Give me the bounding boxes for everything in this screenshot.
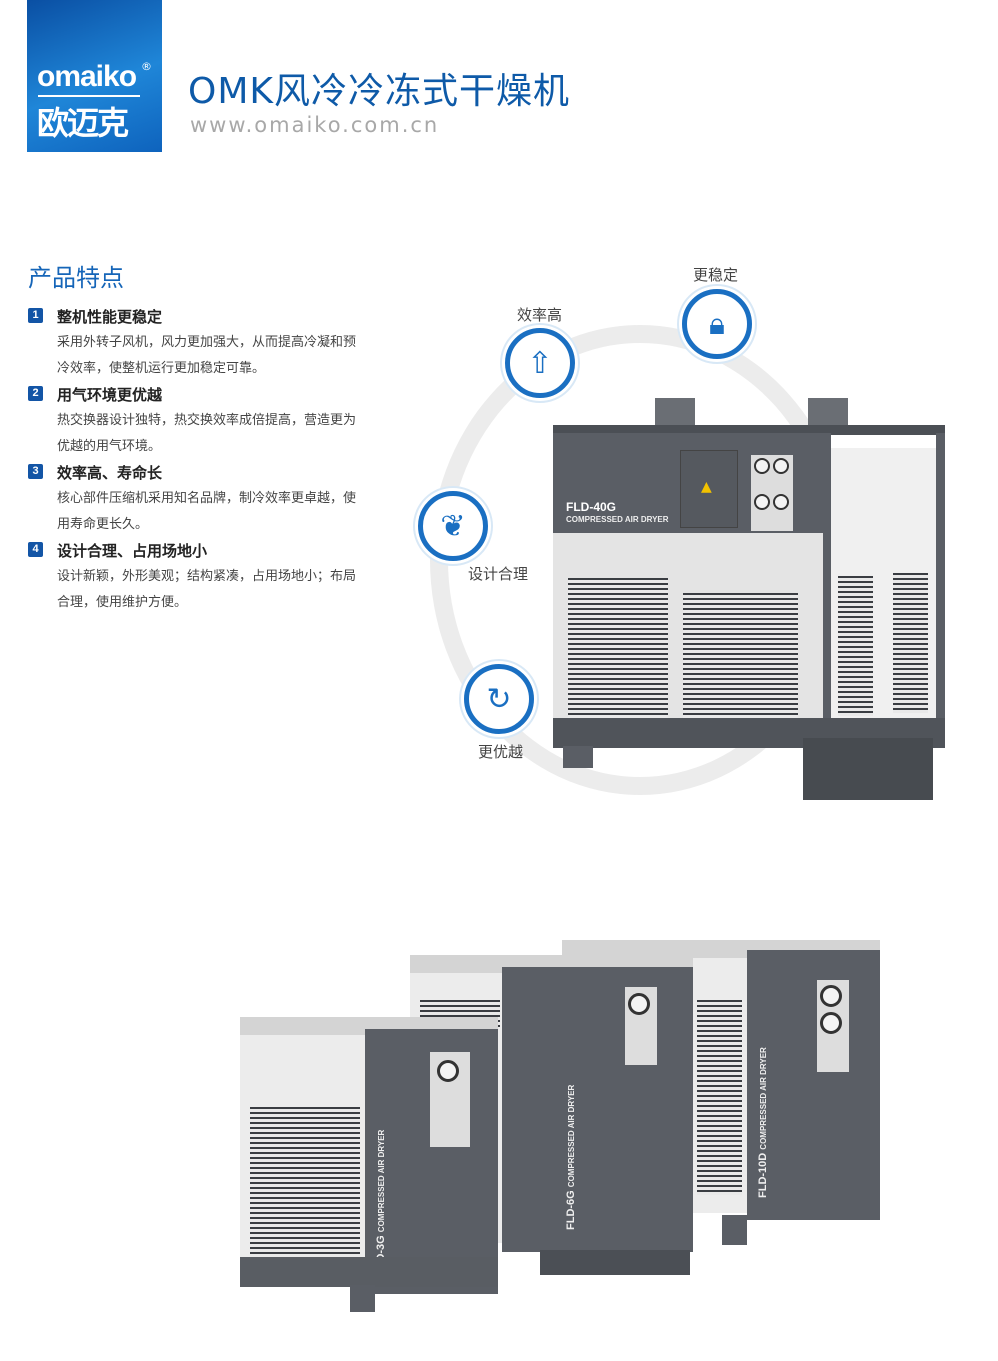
model-label: FLD-10D COMPRESSED AIR DRYER (757, 1047, 769, 1198)
model-label: FLD-40G (566, 500, 617, 514)
product-fld-3g: FLD-3G COMPRESSED AIR DRYER (240, 1017, 498, 1312)
logo-reg: ® (141, 60, 152, 73)
feature-desc: 热交换器设计独特，热交换效率成倍提高，营造更为优越的用气环境。 (57, 413, 357, 454)
feature-title: 设计合理、占用场地小 (57, 542, 208, 560)
feature-title: 整机性能更稳定 (57, 308, 163, 326)
model-subtitle: COMPRESSED AIR DRYER (759, 1047, 768, 1150)
lock-icon: 🔒︎ (682, 289, 752, 359)
main-product-image: ▲ FLD-40G COMPRESSED AIR DRYER (553, 398, 945, 800)
model-name: FLD-6G (565, 1190, 577, 1230)
brand-logo: omaiko ® 欧迈克 (27, 0, 162, 152)
badge-label: 更优越 (478, 743, 524, 761)
feature-number: 4 (28, 542, 43, 557)
model-name: FLD-10D (757, 1152, 769, 1198)
model-subtitle: COMPRESSED AIR DRYER (566, 515, 669, 524)
page-title: OMK风冷冷冻式干燥机 (188, 71, 571, 112)
feature-desc: 设计新颖，外形美观；结构紧凑，占用场地小；布局合理，使用维护方便。 (57, 569, 357, 610)
model-subtitle: COMPRESSED AIR DRYER (567, 1084, 576, 1188)
model-subtitle: COMPRESSED AIR DRYER (377, 1129, 386, 1233)
feature-title: 效率高、寿命长 (57, 464, 163, 482)
badge-label: 更稳定 (693, 266, 739, 284)
logo-cn: 欧迈克 (37, 104, 129, 142)
logo-en: omaiko (37, 60, 137, 93)
model-label: FLD-3G COMPRESSED AIR DRYER (375, 1130, 387, 1275)
feature-number: 2 (28, 386, 43, 401)
features-heading: 产品特点 (28, 264, 124, 292)
badge-label: 设计合理 (468, 565, 529, 583)
feature-number: 1 (28, 308, 43, 323)
model-label: FLD-6G COMPRESSED AIR DRYER (565, 1085, 577, 1230)
feature-desc: 采用外转子风机，风力更加强大，从而提高冷凝和预冷效率，使整机运行更加稳定可靠。 (57, 335, 357, 376)
feature-desc: 核心部件压缩机采用知名品牌，制冷效率更卓越，使用寿命更长久。 (57, 491, 357, 532)
rocket-icon: ⇧ (505, 328, 575, 398)
leaf-icon: ❦ (418, 491, 488, 561)
cycle-icon: ↻ (464, 664, 534, 734)
feature-number: 3 (28, 464, 43, 479)
feature-title: 用气环境更优越 (57, 386, 163, 404)
website-url: www.omaiko.com.cn (190, 113, 440, 137)
badge-label: 效率高 (517, 306, 563, 324)
